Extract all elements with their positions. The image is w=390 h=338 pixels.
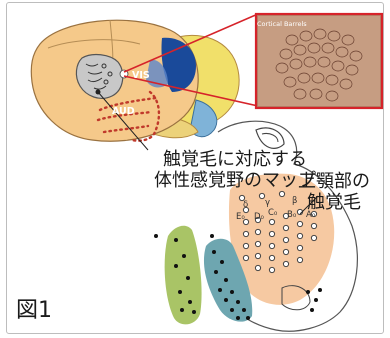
aud-label: AUD [112, 106, 135, 117]
row-label-b: B₀ [287, 210, 296, 220]
row-label-delta: δ [243, 200, 248, 210]
map-caption: 触覚毛に対応する 体性感覚野のマップ [154, 150, 316, 191]
figure-number: 図1 [16, 298, 52, 323]
vis-label: VIS [132, 70, 150, 81]
row-label-d: D₀ [254, 212, 264, 222]
row-label-beta: β [292, 196, 297, 206]
whisker-caption: 上顎部の 触覚毛 [298, 172, 370, 213]
eye-outline [256, 128, 284, 148]
row-label-a: A₀ [306, 210, 315, 220]
row-label-c: C₀ [268, 208, 277, 218]
row-label-e: E₀ [236, 212, 245, 222]
inset-title: Cortical Barrels [257, 20, 307, 28]
map-caption-line-2: 体性感覚野のマップ [154, 171, 316, 192]
row-label-gamma: γ [265, 198, 270, 208]
map-caption-line-1: 触覚毛に対応する [154, 150, 316, 171]
whisker-caption-line-1: 上顎部の [298, 172, 370, 193]
whisker-dots-right [306, 288, 322, 312]
